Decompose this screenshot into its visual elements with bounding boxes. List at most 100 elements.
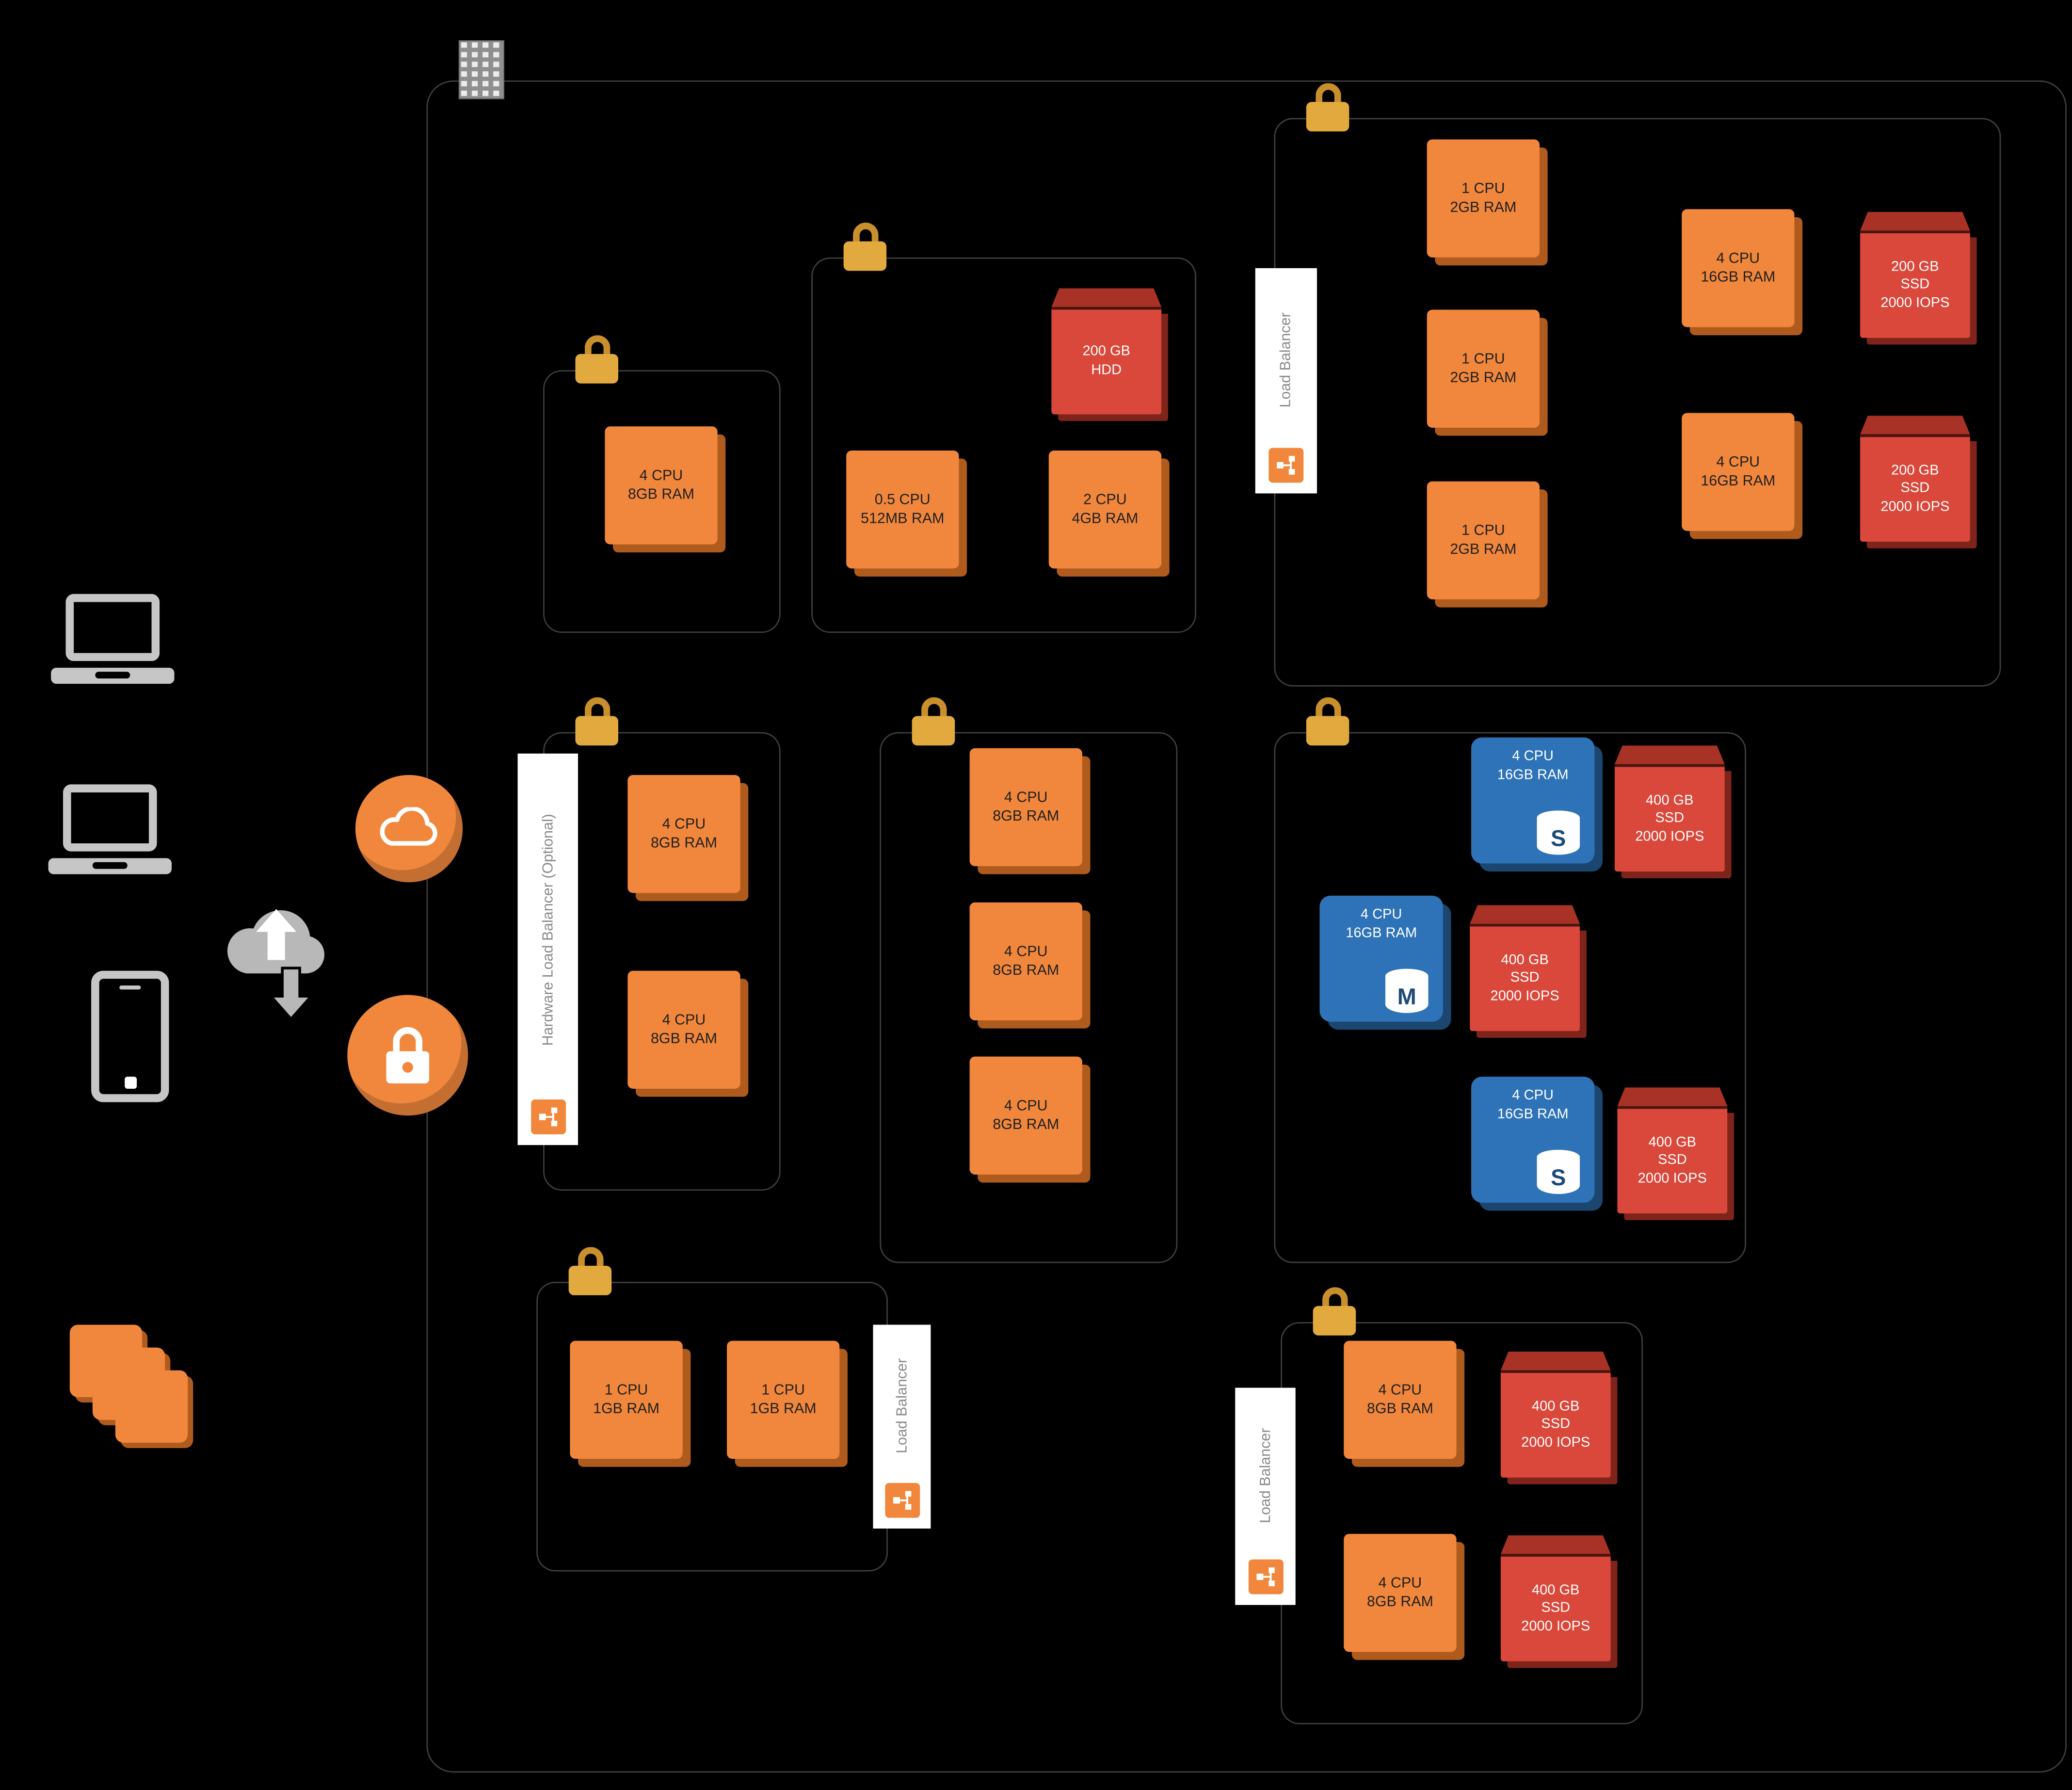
node-label: 4 CPU 8GB RAM	[1366, 1382, 1433, 1418]
lock-icon	[842, 222, 888, 271]
node-label: 1 CPU 2GB RAM	[1450, 351, 1517, 387]
compute-node[interactable]: 4 CPU 8GB RAM	[1344, 1340, 1457, 1459]
laptop-icon[interactable]	[48, 784, 172, 874]
database-letter: S	[1551, 825, 1566, 851]
compute-node[interactable]: 4 CPU 8GB RAM	[969, 902, 1082, 1021]
load-balancer-label[interactable]: Load Balancer	[873, 1324, 931, 1529]
security-group-f[interactable]	[1274, 732, 1746, 1263]
database-letter: M	[1397, 984, 1416, 1009]
storage-top-face	[1470, 905, 1580, 924]
node-label: 2 CPU 4GB RAM	[1072, 491, 1139, 527]
security-lock-badge[interactable]	[347, 995, 468, 1116]
database-cylinder-icon: M	[1385, 968, 1429, 1013]
cloud-icon	[380, 807, 437, 846]
cdn-cloud-badge[interactable]	[355, 775, 463, 883]
storage-node[interactable]: 400 GB SSD 2000 IOPS	[1617, 1087, 1728, 1214]
security-group-b[interactable]	[811, 257, 1197, 633]
node-label: 4 CPU 16GB RAM	[1701, 454, 1776, 490]
node-label: 400 GB SSD 2000 IOPS	[1635, 791, 1704, 845]
compute-node[interactable]: 1 CPU 2GB RAM	[1427, 309, 1540, 428]
storage-top-face	[1051, 288, 1162, 307]
node-label: 4 CPU 16GB RAM	[1497, 1087, 1569, 1122]
load-balancer-label-text: Load Balancer	[894, 1359, 910, 1454]
building-icon[interactable]	[457, 39, 506, 106]
compute-node[interactable]: 4 CPU 8GB RAM	[605, 426, 718, 545]
node-label: 4 CPU 16GB RAM	[1497, 748, 1569, 783]
node-label: 4 CPU 16GB RAM	[1701, 250, 1776, 286]
node-label: 400 GB SSD 2000 IOPS	[1490, 951, 1559, 1004]
lock-icon	[1305, 83, 1350, 131]
laptop-screen	[65, 594, 160, 661]
storage-node[interactable]: 200 GB SSD 2000 IOPS	[1860, 416, 1970, 542]
load-balancer-icon	[1248, 1559, 1283, 1595]
node-label: 4 CPU 8GB RAM	[993, 789, 1060, 825]
storage-node[interactable]: 400 GB SSD 2000 IOPS	[1500, 1535, 1611, 1661]
database-letter: S	[1551, 1164, 1566, 1190]
compute-node[interactable]: 4 CPU 16GB RAM	[1682, 209, 1795, 327]
storage-node[interactable]: 200 GB HDD	[1051, 288, 1162, 415]
database-node[interactable]: 4 CPU 16GB RAM S	[1471, 1077, 1595, 1203]
security-group-c[interactable]	[1274, 118, 2001, 687]
node-label: 4 CPU 8GB RAM	[627, 468, 694, 503]
load-balancer-icon	[530, 1099, 565, 1135]
compute-node[interactable]: 1 CPU 2GB RAM	[1427, 139, 1540, 258]
lock-icon	[567, 1247, 613, 1295]
lock-icon	[911, 697, 956, 746]
load-balancer-icon	[884, 1483, 919, 1518]
storage-top-face	[1500, 1535, 1611, 1554]
compute-node[interactable]: 4 CPU 8GB RAM	[627, 970, 740, 1089]
node-label: 200 GB SSD 2000 IOPS	[1880, 258, 1950, 311]
node-label: 4 CPU 8GB RAM	[651, 1012, 717, 1048]
node-label: 4 CPU 8GB RAM	[1366, 1575, 1433, 1611]
node-label: 1 CPU 1GB RAM	[750, 1382, 817, 1418]
compute-node[interactable]: 0.5 CPU 512MB RAM	[846, 450, 959, 569]
load-balancer-label-text: Load Balancer	[1257, 1428, 1274, 1524]
instance-stack-icon[interactable]	[69, 1324, 193, 1453]
security-group-e[interactable]	[880, 732, 1178, 1263]
load-balancer-label[interactable]: Load Balancer	[1235, 1387, 1296, 1605]
storage-top-face	[1614, 745, 1725, 764]
database-cylinder-icon: S	[1537, 810, 1580, 855]
load-balancer-label-text: Load Balancer	[1278, 313, 1294, 408]
load-balancer-icon	[1269, 448, 1304, 483]
compute-node[interactable]: 4 CPU 8GB RAM	[627, 775, 740, 893]
compute-node[interactable]: 1 CPU 2GB RAM	[1427, 481, 1540, 599]
node-label: 0.5 CPU 512MB RAM	[861, 491, 945, 527]
hardware-load-balancer-label-text: Hardware Load Balancer (Optional)	[540, 813, 556, 1046]
storage-node[interactable]: 200 GB SSD 2000 IOPS	[1860, 211, 1970, 338]
hardware-load-balancer-label[interactable]: Hardware Load Balancer (Optional)	[517, 753, 578, 1145]
compute-node[interactable]: 4 CPU 16GB RAM	[1682, 413, 1795, 531]
compute-node[interactable]: 1 CPU 1GB RAM	[727, 1340, 840, 1459]
node-label: 4 CPU 8GB RAM	[993, 943, 1060, 979]
storage-node[interactable]: 400 GB SSD 2000 IOPS	[1614, 745, 1725, 872]
node-label: 200 GB SSD 2000 IOPS	[1880, 462, 1950, 515]
compute-node[interactable]: 4 CPU 8GB RAM	[969, 748, 1082, 867]
laptop-icon[interactable]	[51, 594, 175, 684]
node-label: 400 GB SSD 2000 IOPS	[1521, 1581, 1590, 1634]
smartphone-icon[interactable]	[91, 970, 169, 1102]
node-label: 1 CPU 2GB RAM	[1450, 522, 1517, 558]
database-node[interactable]: 4 CPU 16GB RAM S	[1471, 737, 1595, 864]
lock-icon	[1312, 1287, 1357, 1336]
storage-node[interactable]: 400 GB SSD 2000 IOPS	[1470, 905, 1580, 1032]
node-label: 4 CPU 8GB RAM	[651, 816, 717, 852]
cloud-transfer-icon[interactable]	[215, 890, 349, 1034]
load-balancer-label[interactable]: Load Balancer	[1255, 268, 1317, 494]
laptop-base	[48, 858, 172, 874]
compute-node[interactable]: 2 CPU 4GB RAM	[1048, 450, 1162, 569]
compute-node[interactable]: 1 CPU 1GB RAM	[570, 1340, 683, 1459]
lock-icon	[574, 697, 620, 746]
cloud-boundary[interactable]	[426, 80, 2067, 1773]
node-label: 400 GB SSD 2000 IOPS	[1521, 1398, 1590, 1451]
node-label: 1 CPU 2GB RAM	[1450, 180, 1517, 216]
compute-node[interactable]: 4 CPU 8GB RAM	[1344, 1533, 1457, 1652]
node-label: 200 GB HDD	[1082, 343, 1130, 378]
compute-node[interactable]: 4 CPU 8GB RAM	[969, 1056, 1082, 1175]
storage-node[interactable]: 400 GB SSD 2000 IOPS	[1500, 1351, 1611, 1478]
node-label: 4 CPU 8GB RAM	[993, 1097, 1060, 1133]
database-node[interactable]: 4 CPU 16GB RAM M	[1319, 895, 1443, 1022]
security-group-a[interactable]	[543, 370, 781, 633]
node-label: 4 CPU 16GB RAM	[1346, 906, 1417, 941]
